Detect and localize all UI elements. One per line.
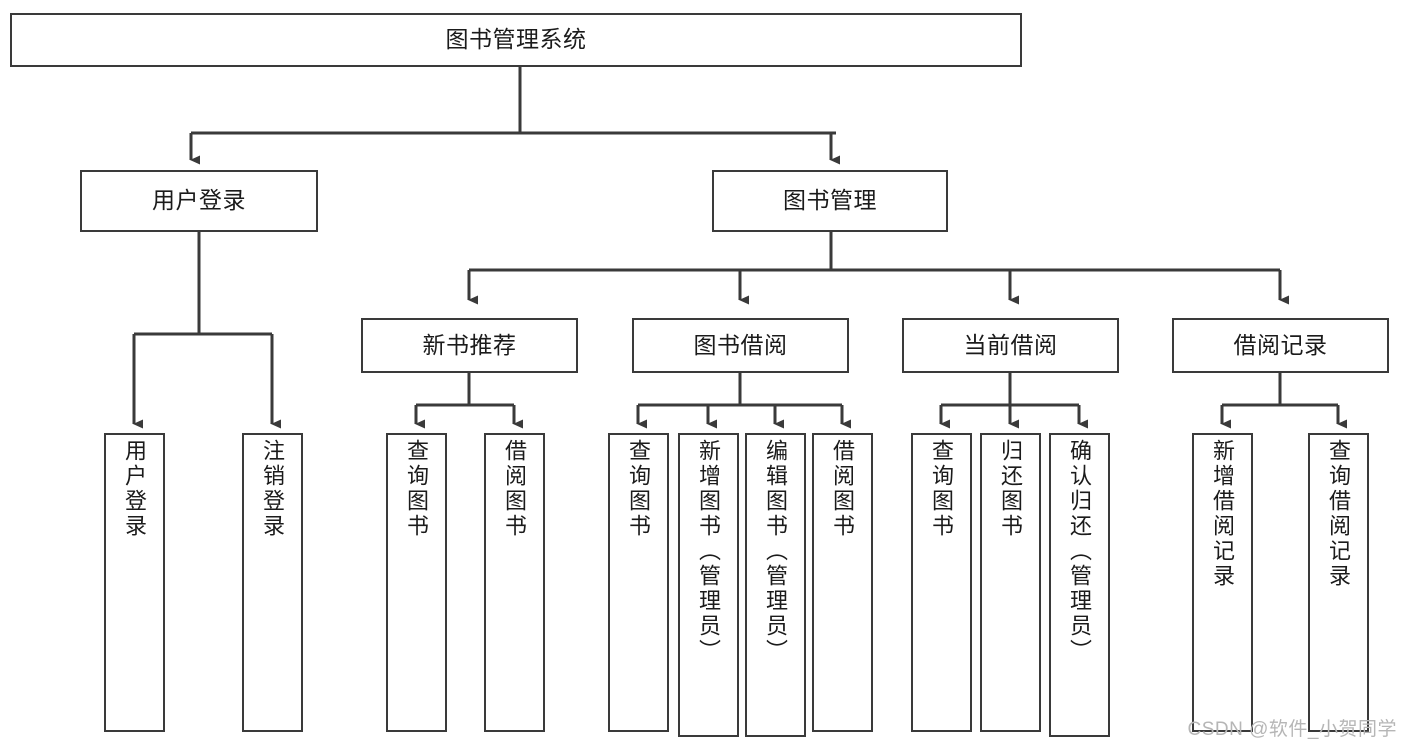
leaf-query-borrow-record[interactable]: 查询借阅记录	[1308, 433, 1369, 732]
node-root-system[interactable]: 图书管理系统	[10, 13, 1022, 67]
node-current-borrow[interactable]: 当前借阅	[902, 318, 1119, 373]
leaf-current-query-book[interactable]: 查询图书	[911, 433, 972, 732]
node-label: 注销登录	[260, 439, 286, 539]
node-book-borrow[interactable]: 图书借阅	[632, 318, 849, 373]
node-label: 用户登录	[122, 439, 148, 539]
leaf-user-login[interactable]: 用户登录	[104, 433, 165, 732]
node-user-login[interactable]: 用户登录	[80, 170, 318, 232]
node-label: 查询借阅记录	[1326, 439, 1352, 589]
leaf-confirm-return-admin[interactable]: 确认归还（管理员）	[1049, 433, 1110, 737]
leaf-return-book[interactable]: 归还图书	[980, 433, 1041, 732]
node-label: 确认归还（管理员）	[1067, 439, 1093, 664]
node-label: 用户登录	[152, 187, 246, 214]
node-new-book-recommend[interactable]: 新书推荐	[361, 318, 578, 373]
node-label: 查询图书	[404, 439, 430, 539]
node-book-management[interactable]: 图书管理	[712, 170, 948, 232]
leaf-borrow-query-book[interactable]: 查询图书	[608, 433, 669, 732]
node-label: 查询图书	[929, 439, 955, 539]
leaf-edit-book-admin[interactable]: 编辑图书（管理员）	[745, 433, 806, 737]
node-label: 当前借阅	[963, 331, 1058, 358]
node-label: 借阅图书	[830, 439, 856, 539]
node-borrow-record[interactable]: 借阅记录	[1172, 318, 1389, 373]
node-label: 查询图书	[626, 439, 652, 539]
watermark-text: CSDN @软件_小贺同学	[1187, 719, 1397, 740]
leaf-add-borrow-record[interactable]: 新增借阅记录	[1192, 433, 1253, 732]
node-label: 借阅记录	[1233, 331, 1328, 358]
node-label: 归还图书	[998, 439, 1024, 539]
node-label: 编辑图书（管理员）	[763, 439, 789, 664]
node-label: 图书管理	[783, 187, 877, 214]
node-label: 新增图书（管理员）	[696, 439, 722, 664]
leaf-user-logout[interactable]: 注销登录	[242, 433, 303, 732]
leaf-borrow-book[interactable]: 借阅图书	[812, 433, 873, 732]
leaf-new-book-query[interactable]: 查询图书	[386, 433, 447, 732]
node-label: 新增借阅记录	[1210, 439, 1236, 589]
node-label: 图书管理系统	[445, 26, 587, 53]
leaf-new-book-borrow[interactable]: 借阅图书	[484, 433, 545, 732]
leaf-add-book-admin[interactable]: 新增图书（管理员）	[678, 433, 739, 737]
node-label: 新书推荐	[422, 331, 517, 358]
node-label: 图书借阅	[693, 331, 788, 358]
node-label: 借阅图书	[502, 439, 528, 539]
